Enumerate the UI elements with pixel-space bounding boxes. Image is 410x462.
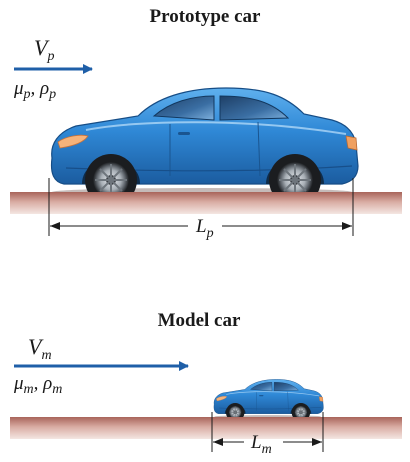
prototype-fluid-properties: μp, ρp <box>13 78 56 102</box>
prototype-car-icon <box>50 87 359 207</box>
model-fluid-properties: μm, ρm <box>13 373 62 397</box>
model-title: Model car <box>158 310 241 331</box>
model-section: Model car Vm μm, ρm Lm <box>10 310 402 457</box>
prototype-length-dimension: Lp <box>48 178 354 241</box>
model-ground <box>10 417 402 439</box>
prototype-length-label: Lp <box>195 216 214 241</box>
model-car-icon <box>213 379 324 422</box>
prototype-velocity-label: Vp <box>34 35 54 64</box>
prototype-section: Prototype car Vp μp, ρp Lp <box>10 6 402 241</box>
model-velocity-label: Vm <box>28 334 52 363</box>
prototype-title: Prototype car <box>150 6 262 27</box>
model-length-label: Lm <box>250 432 272 457</box>
prototype-ground <box>10 192 402 214</box>
model-length-dimension: Lm <box>211 412 324 457</box>
